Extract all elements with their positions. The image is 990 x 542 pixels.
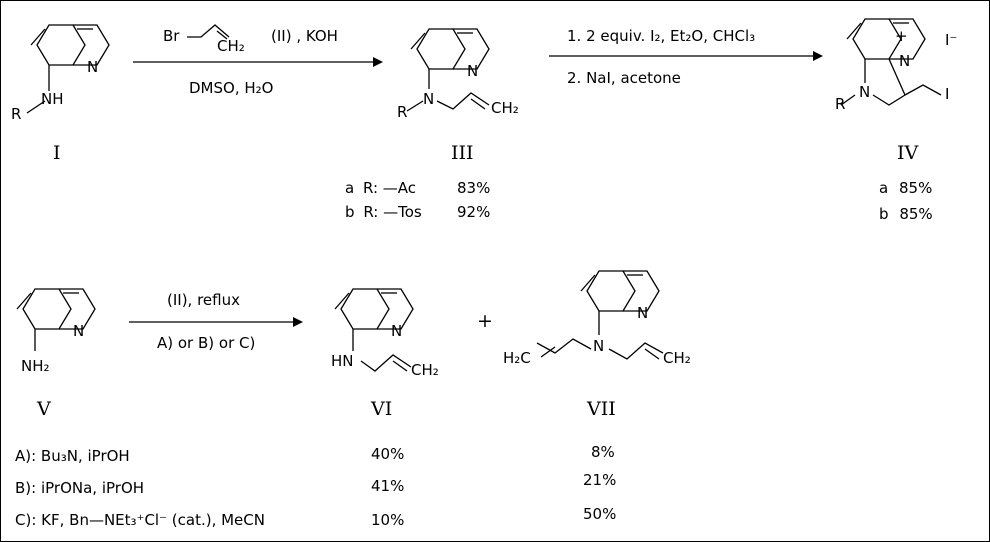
atom-I: I	[945, 85, 949, 103]
reaction-arrow-2: 1. 2 equiv. I₂, Et₂O, CHCl₃ 2. NaI, acet…	[549, 27, 823, 87]
compound-VII-structure: N N H₂C CH₂	[503, 270, 691, 367]
condition-A-yield-VI: 40%	[371, 445, 404, 463]
compound-VI-structure: N HN CH₂	[331, 288, 439, 379]
compound-label-III: III	[451, 142, 474, 164]
plus-sign: +	[477, 310, 493, 332]
yield-row-a: a 85%	[879, 179, 932, 197]
condition-B-yield-VII: 21%	[583, 471, 616, 489]
atom-R: R	[11, 105, 21, 123]
atom-N: N	[467, 62, 478, 80]
condition-C-yield-VII: 50%	[583, 505, 616, 523]
condition-B-yield-VI: 41%	[371, 477, 404, 495]
atom-Br: Br	[163, 27, 180, 45]
counterion-I: I⁻	[945, 31, 957, 49]
reaction-arrow-3: (II), reflux A) or B) or C)	[129, 291, 303, 352]
compound-label-VII: VII	[586, 398, 616, 420]
compound-label-I: I	[53, 142, 61, 164]
atom-NH2: NH₂	[21, 357, 50, 375]
compound-label-VI: VI	[370, 398, 392, 420]
atom-N: N	[593, 337, 604, 355]
condition-B-label: B): iPrONa, iPrOH	[15, 479, 144, 497]
atom-N: N	[423, 90, 434, 108]
atom-CH2: CH₂	[411, 361, 439, 379]
atom-N: N	[637, 304, 648, 322]
reaction-arrow-1: Br CH₂ (II) , KOH DMSO, H₂O	[133, 24, 383, 97]
atom-N: N	[73, 322, 84, 340]
atom-NH: NH	[41, 90, 64, 108]
condition-A-label: A): Bu₃N, iPrOH	[15, 447, 130, 465]
atom-R: R	[397, 103, 407, 121]
step1-reagent-above: (II) , KOH	[271, 27, 338, 45]
yield-row-a: a R: —Ac 83%	[345, 179, 490, 197]
atom-HN: HN	[331, 352, 354, 370]
step2-reagent-below: 2. NaI, acetone	[567, 69, 681, 87]
condition-C-yield-VI: 10%	[371, 511, 404, 529]
step3-reagent-below: A) or B) or C)	[157, 334, 255, 352]
compound-IV-structure: N N + R I I⁻	[835, 18, 957, 113]
atom-N: N	[859, 83, 870, 101]
atom-CH2: CH₂	[217, 37, 245, 55]
yields-III: a R: —Ac 83% b R: —Tos 92%	[345, 179, 490, 221]
compound-label-IV: IV	[897, 142, 919, 164]
compound-label-V: V	[36, 398, 51, 420]
atom-N: N	[391, 322, 402, 340]
conditions-table: A): Bu₃N, iPrOH 40% 8% B): iPrONa, iPrOH…	[15, 443, 616, 529]
atom-CH2: CH₂	[491, 99, 519, 117]
compound-III-structure: N N R CH₂	[397, 28, 519, 121]
condition-A-yield-VII: 8%	[591, 443, 615, 461]
step1-reagent-below: DMSO, H₂O	[189, 79, 273, 97]
atom-N-plus: N	[899, 52, 910, 70]
atom-H2C: H₂C	[503, 349, 531, 367]
step2-reagent-above: 1. 2 equiv. I₂, Et₂O, CHCl₃	[567, 27, 755, 45]
yield-row-b: b 85%	[879, 205, 933, 223]
condition-C-label: C): KF, Bn—NEt₃⁺Cl⁻ (cat.), MeCN	[15, 511, 265, 529]
yield-row-b: b R: —Tos 92%	[345, 203, 490, 221]
atom-R: R	[835, 95, 845, 113]
yields-IV: a 85% b 85%	[879, 179, 933, 223]
atom-CH2: CH₂	[663, 349, 691, 367]
atom-N: N	[87, 58, 98, 76]
compound-V-structure: N NH₂	[16, 288, 96, 375]
step3-reagent-above: (II), reflux	[167, 291, 240, 309]
compound-I-structure: N NH R	[11, 24, 110, 123]
charge-plus: +	[895, 27, 908, 45]
